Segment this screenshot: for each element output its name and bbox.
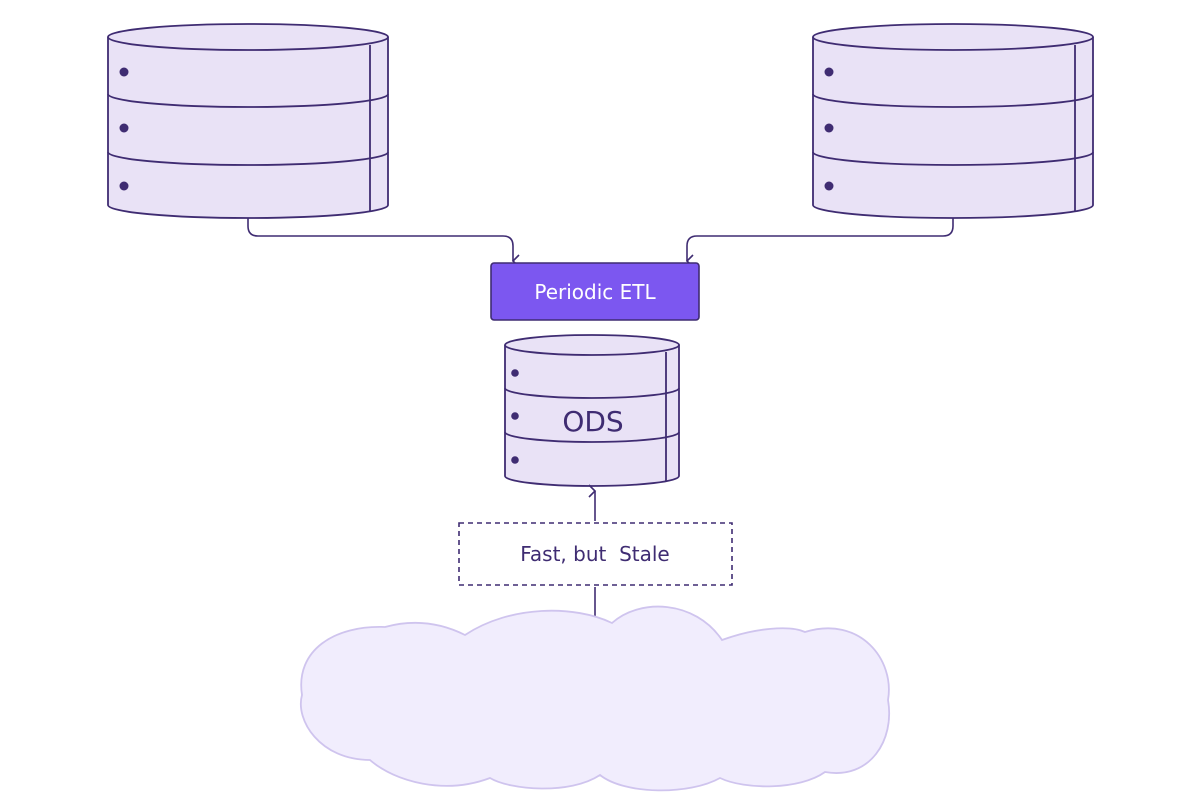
ods-database[interactable]: ODS: [504, 334, 680, 487]
stale-note-box: Fast, but Stale: [458, 522, 733, 586]
source-database-right[interactable]: [812, 23, 1094, 219]
cloud-shape[interactable]: [300, 605, 890, 792]
connector-left-to-etl: [247, 218, 520, 268]
etl-process-box[interactable]: Periodic ETL: [490, 262, 700, 321]
source-database-left[interactable]: [107, 23, 389, 219]
connector-right-to-etl: [685, 218, 954, 268]
ods-label: ODS: [562, 405, 623, 438]
stale-note-label: Fast, but Stale: [520, 542, 669, 566]
etl-label: Periodic ETL: [534, 280, 656, 304]
